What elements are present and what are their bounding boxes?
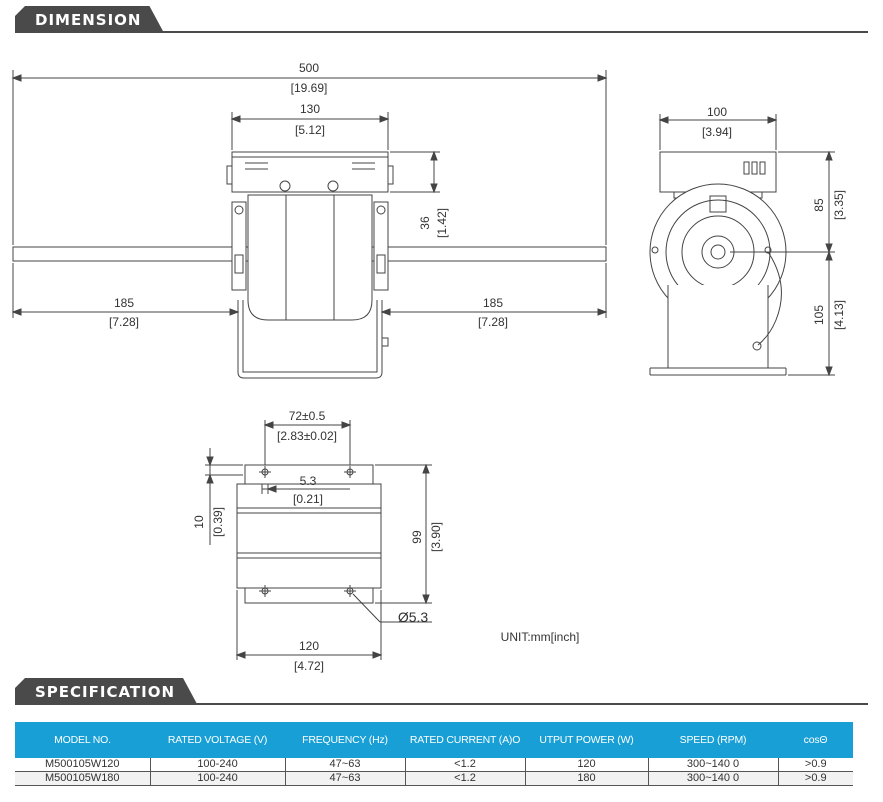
table-row: M500105W120 100-240 47~63 <1.2 120 300~1… — [15, 758, 853, 772]
header-frequency: FREQUENCY (Hz) — [285, 722, 405, 758]
dim-side-width-in: [3.94] — [702, 125, 732, 139]
cell-power: 180 — [525, 771, 649, 786]
header-cos-theta: cosΘ — [778, 722, 853, 758]
cell-model: M500105W120 — [15, 758, 151, 772]
dimension-rule — [15, 31, 868, 33]
cell-model: M500105W180 — [15, 771, 151, 786]
side-view — [649, 114, 835, 377]
dim-shaft-right-mm: 185 — [483, 296, 503, 310]
dim-body-mm: 130 — [300, 102, 320, 116]
dim-shaft-left-in: [7.28] — [109, 315, 139, 329]
top-bracket — [231, 151, 389, 193]
dim-side-lower-mm: 105 — [812, 305, 826, 325]
dim-hole-spacing-mm: 72±0.5 — [289, 409, 326, 423]
motor-dimension-drawing: 500 [19.69] 130 [5.12] 36 [1.42] 185 [7.… — [11, 61, 846, 673]
dim-edge-mm: 10 — [192, 515, 206, 529]
cell-cos: >0.9 — [778, 771, 853, 786]
cell-current: <1.2 — [405, 758, 526, 772]
unit-note: UNIT:mm[inch] — [501, 630, 580, 644]
table-row: M500105W180 100-240 47~63 <1.2 180 300~1… — [15, 771, 853, 786]
dim-side-upper-in: [3.35] — [832, 190, 846, 220]
header-rated-current: RATED CURRENT (A)O — [405, 722, 525, 758]
specification-title: SPECIFICATION — [15, 678, 197, 704]
dim-edge-in: [0.39] — [211, 507, 225, 537]
dim-base-height-in: [3.90] — [429, 522, 443, 552]
cell-frequency: 47~63 — [285, 771, 406, 786]
dim-bracket-in: [1.42] — [435, 208, 449, 238]
dimension-title: DIMENSION — [15, 6, 163, 32]
mounting-holes — [259, 466, 356, 597]
right-clamp — [373, 201, 389, 291]
cell-current: <1.2 — [405, 771, 526, 786]
header-speed: SPEED (RPM) — [648, 722, 778, 758]
dimension-section-tab: DIMENSION — [15, 6, 163, 32]
dim-hole-diameter: Ø5.3 — [398, 609, 429, 625]
dim-shaft-left-mm: 185 — [114, 296, 134, 310]
dim-side-upper-mm: 85 — [812, 198, 826, 212]
dim-overall-in: [19.69] — [291, 81, 328, 95]
dim-slot-in: [0.21] — [293, 492, 323, 506]
front-view — [11, 70, 608, 379]
header-model-no: MODEL NO. — [15, 722, 150, 758]
left-clamp — [231, 201, 247, 291]
dim-base-width-mm: 120 — [299, 639, 319, 653]
header-output-power: UTPUT POWER (W) — [525, 722, 648, 758]
dim-overall-mm: 500 — [299, 61, 319, 75]
cell-speed: 300~140 0 — [648, 758, 779, 772]
dim-slot-mm: 5.3 — [300, 474, 317, 488]
header-rated-voltage: RATED VOLTAGE (V) — [150, 722, 285, 758]
dim-side-lower-in: [4.13] — [832, 300, 846, 330]
table-header-row: MODEL NO. RATED VOLTAGE (V) FREQUENCY (H… — [15, 722, 853, 758]
dim-shaft-right-in: [7.28] — [478, 315, 508, 329]
specification-table: MODEL NO. RATED VOLTAGE (V) FREQUENCY (H… — [15, 722, 853, 786]
dim-bracket-mm: 36 — [418, 216, 432, 230]
dim-base-width-in: [4.72] — [294, 659, 324, 673]
dim-hole-spacing-in: [2.83±0.02] — [277, 429, 337, 443]
lower-frame — [237, 300, 383, 379]
specification-section-tab: SPECIFICATION — [15, 678, 197, 704]
cell-speed: 300~140 0 — [648, 771, 779, 786]
cell-frequency: 47~63 — [285, 758, 406, 772]
specification-rule — [15, 703, 868, 705]
dim-side-width-mm: 100 — [707, 105, 727, 119]
cell-power: 120 — [525, 758, 649, 772]
cell-voltage: 100-240 — [150, 771, 286, 786]
dim-base-height-mm: 99 — [410, 530, 424, 544]
base-view — [205, 420, 432, 660]
dim-body-in: [5.12] — [295, 123, 325, 137]
cell-cos: >0.9 — [778, 758, 853, 772]
cell-voltage: 100-240 — [150, 758, 286, 772]
